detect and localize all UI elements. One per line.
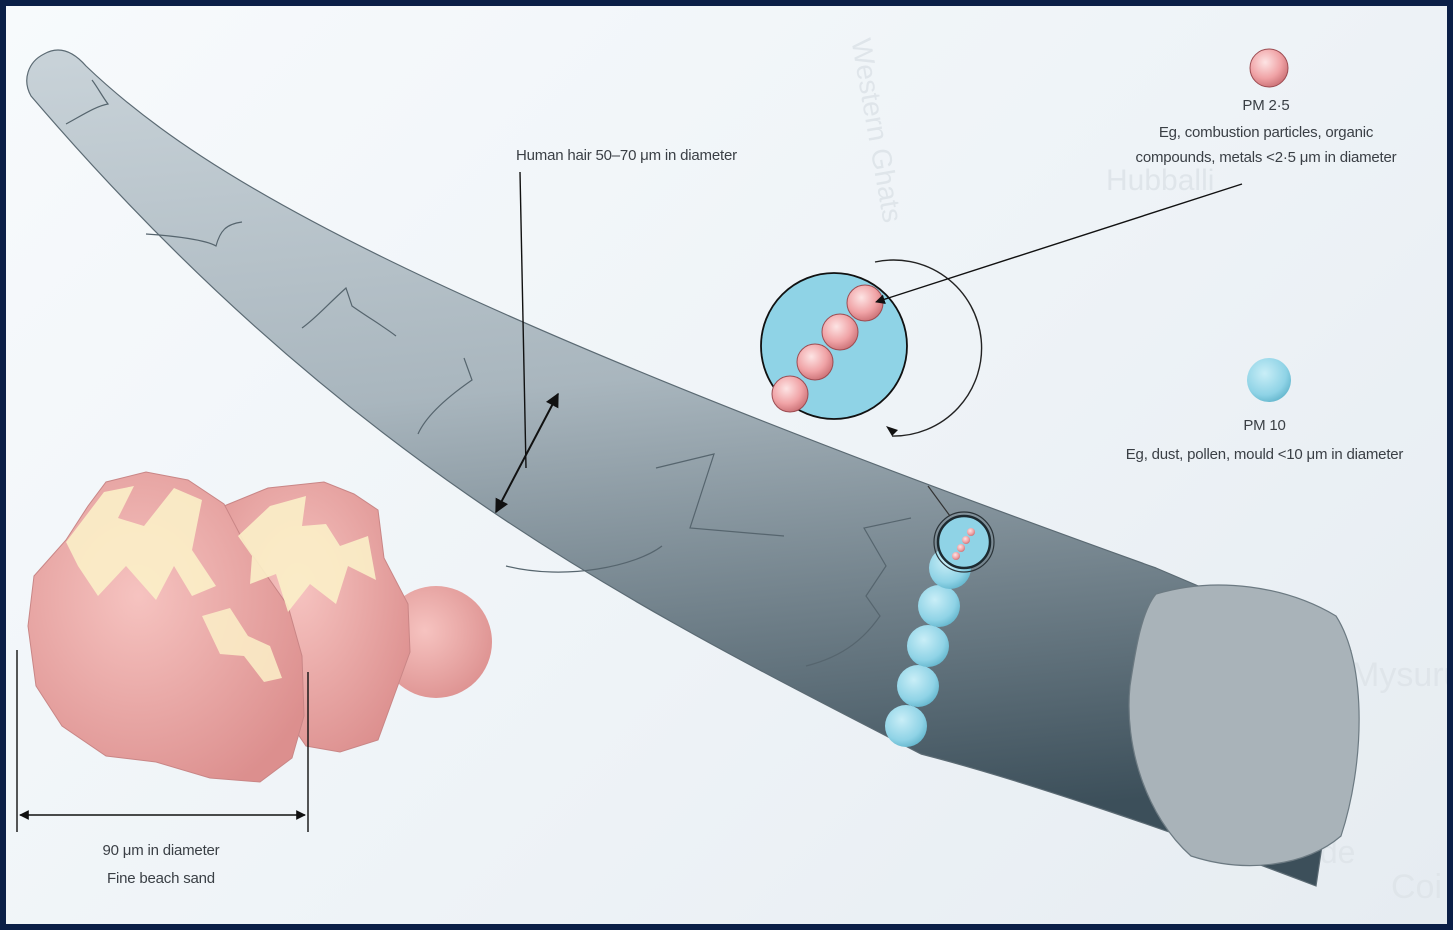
pm10-title: PM 10 [1082,416,1447,435]
diagram-frame: Western Ghats Hubballi Mysuru Kozhikode … [6,6,1447,924]
pm10-label: PM 10 Eg, dust, pollen, mould <10 μm in … [1082,416,1447,464]
pm25-arrow [876,184,1242,302]
pm25-description-line1: Eg, combustion particles, organic [1086,123,1446,142]
hair-label: Human hair 50–70 μm in diameter [516,146,737,165]
magnified-particle [761,260,982,436]
pm10-description: Eg, dust, pollen, mould <10 μm in diamet… [1082,445,1447,464]
pm10-legend-icon [1247,358,1291,402]
sand-label: 90 μm in diameter Fine beach sand [46,841,276,888]
sand-name-text: Fine beach sand [46,869,276,888]
pm25-description-line2: compounds, metals <2·5 μm in diameter [1086,148,1446,167]
sand-diameter-text: 90 μm in diameter [46,841,276,860]
sand-grain [28,472,492,782]
pm25-title: PM 2·5 [1086,96,1446,115]
pm25-label: PM 2·5 Eg, combustion particles, organic… [1086,96,1446,167]
pm25-legend-icon [1250,49,1288,87]
